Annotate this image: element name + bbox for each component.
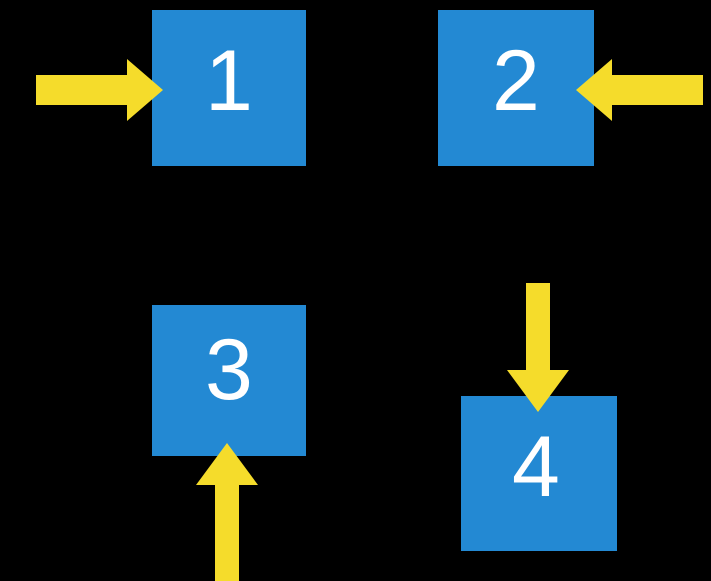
arrow-down-to-node-4[interactable] [507, 283, 569, 412]
arrow-left-to-node-2[interactable] [576, 59, 703, 121]
arrow-up-to-node-3[interactable] [196, 443, 258, 581]
node-box-4[interactable] [461, 396, 617, 551]
node-label-3: 3 [205, 322, 253, 418]
node-box-3[interactable] [152, 305, 306, 456]
node-box-2[interactable] [438, 10, 594, 166]
node-box-1[interactable] [152, 10, 306, 166]
node-label-4: 4 [512, 419, 560, 515]
node-label-1: 1 [205, 33, 253, 129]
arrow-right-to-node-1[interactable] [36, 59, 163, 121]
node-label-2: 2 [492, 33, 540, 129]
